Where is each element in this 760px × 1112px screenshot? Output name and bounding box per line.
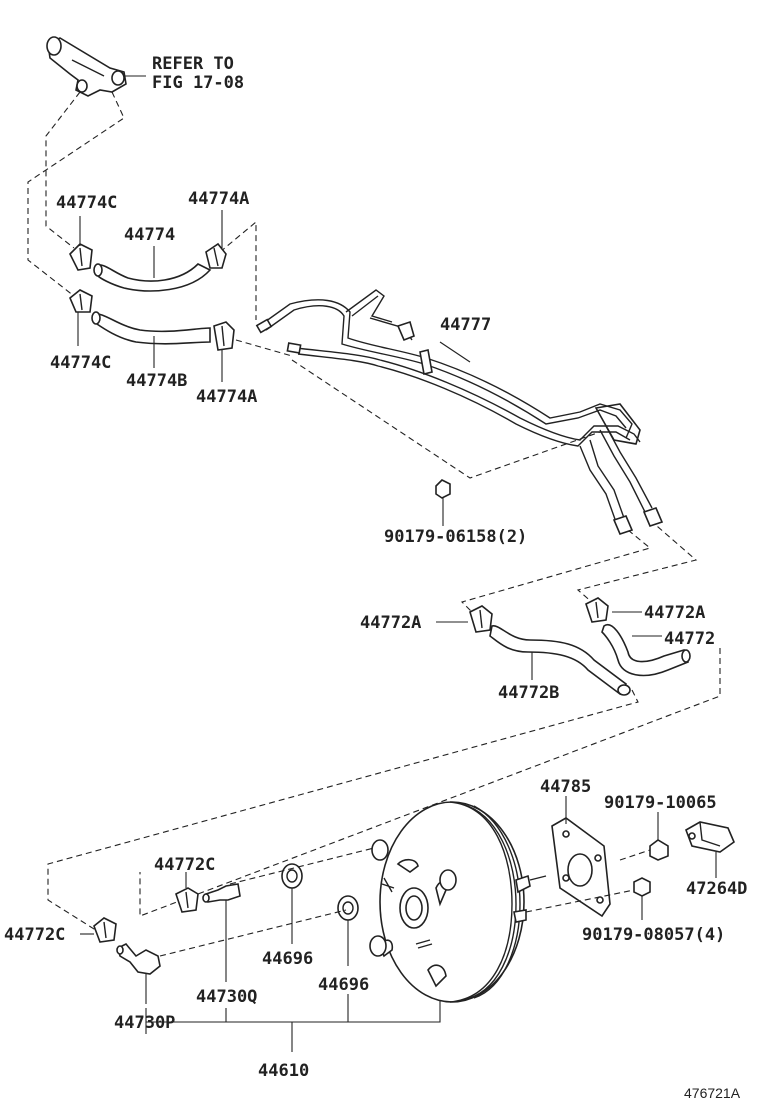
hose-44774b [91, 311, 211, 345]
label-44696-a: 44696 [262, 949, 313, 969]
label-44772b: 44772B [498, 683, 559, 703]
label-90179-08057: 90179-08057(4) [582, 925, 725, 945]
label-44777: 44777 [440, 315, 491, 335]
clip-44772a-left [469, 605, 493, 633]
figure-code: 476721A [684, 1085, 741, 1101]
gasket-44785 [551, 817, 611, 918]
label-44730p: 44730P [114, 1013, 175, 1033]
reference-note-line1: REFER TO [152, 54, 234, 74]
label-44772a-right: 44772A [644, 603, 705, 623]
clip-44774c-top [69, 243, 93, 271]
clip-44772c-left [93, 917, 117, 943]
label-44772: 44772 [664, 629, 715, 649]
clip-44774a-bottom [213, 321, 235, 351]
clip-44774c-bottom [69, 289, 93, 313]
label-44774: 44774 [124, 225, 175, 245]
hose-44774 [93, 263, 212, 292]
label-44774c-top: 44774C [56, 193, 117, 213]
nut-90179-08057 [633, 877, 651, 897]
nut-90179-10065 [649, 839, 669, 861]
brake-booster-44610 [369, 801, 547, 1003]
label-44610: 44610 [258, 1061, 309, 1081]
hose-44772 [601, 623, 691, 677]
label-44696-b: 44696 [318, 975, 369, 995]
label-90179-10065: 90179-10065 [604, 793, 717, 813]
reference-note-line2: FIG 17-08 [152, 73, 244, 93]
label-44772c-left: 44772C [4, 925, 65, 945]
elbow-valve-44730p [116, 943, 161, 975]
vacuum-pipe-44777 [255, 289, 664, 535]
bracket-47264d [685, 821, 735, 853]
clip-44772a-right [585, 597, 609, 623]
grommet-44696-upper [281, 863, 303, 889]
hose-44772b [489, 625, 631, 696]
label-44730q: 44730Q [196, 987, 257, 1007]
clip-44772c-upper [175, 887, 199, 913]
vacuum-connector-part [46, 36, 127, 97]
label-47264d: 47264D [686, 879, 747, 899]
label-90179-06158: 90179-06158(2) [384, 527, 527, 547]
check-valve-44730q [202, 883, 241, 903]
label-44774c-bottom: 44774C [50, 353, 111, 373]
label-44774a-top: 44774A [188, 189, 249, 209]
label-44772c-upper: 44772C [154, 855, 215, 875]
label-44774b: 44774B [126, 371, 187, 391]
clip-44774a-top [205, 242, 227, 269]
label-44785: 44785 [540, 777, 591, 797]
grommet-44696-lower [337, 895, 359, 921]
nut-90179-06158 [435, 479, 451, 499]
label-44772a-left: 44772A [360, 613, 421, 633]
label-44774a-bottom: 44774A [196, 387, 257, 407]
